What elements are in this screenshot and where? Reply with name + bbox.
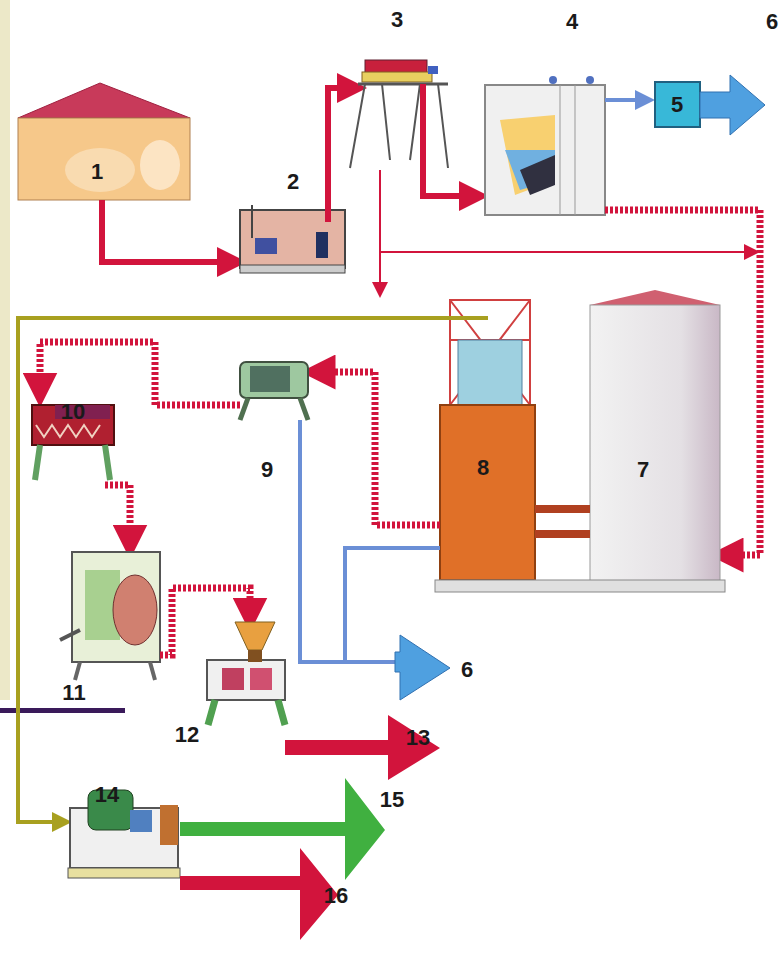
callout-number: 1	[91, 161, 103, 183]
callout-number: 5	[671, 94, 683, 116]
callout-number: 15	[380, 789, 404, 811]
callout-number: 16	[324, 885, 348, 907]
callout-number: 6	[766, 11, 778, 33]
callout-number: 9	[261, 459, 273, 481]
callout-number: 2	[287, 171, 299, 193]
callout-number: 14	[95, 784, 119, 806]
callout-number: 6	[461, 659, 473, 681]
callout-number: 7	[637, 459, 649, 481]
callout-number: 4	[566, 11, 578, 33]
callout-number: 13	[406, 727, 430, 749]
callout-number: 10	[61, 401, 85, 423]
callout-number: 8	[477, 457, 489, 479]
callout-number: 12	[175, 724, 199, 746]
callout-number: 3	[391, 9, 403, 31]
callout-number: 11	[62, 682, 85, 704]
